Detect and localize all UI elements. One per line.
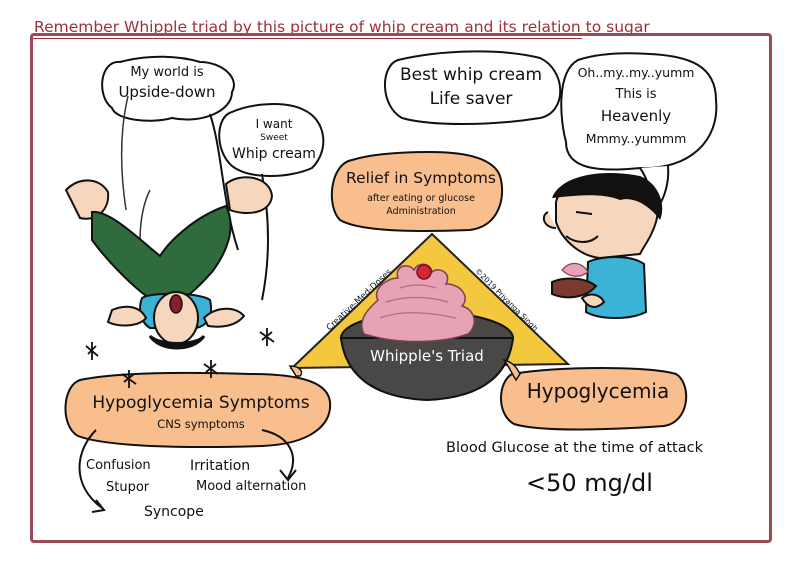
- upside-down-speech-bubble: [101, 55, 235, 122]
- hypo-symptoms-title: Hypoglycemia Symptoms: [92, 393, 310, 413]
- yumm-bubble-line3: Heavenly: [600, 107, 672, 125]
- yumm-bubble-line2: This is: [615, 87, 657, 102]
- bowl-body: [339, 337, 515, 402]
- right-curved-arrow: [261, 429, 294, 479]
- dizzy-stars: [85, 328, 275, 388]
- upside-bubble-line2: Upside-down: [118, 83, 216, 101]
- glucose-value: <50 mg/dl: [526, 469, 653, 497]
- symptom-syncope: Syncope: [144, 504, 204, 520]
- relief-line1: after eating or glucose: [367, 193, 475, 204]
- want-bubble-line1: I want: [255, 117, 293, 131]
- best-bubble-line2: Life saver: [429, 89, 513, 109]
- upside-down-man: [64, 95, 274, 350]
- hypo-symptoms-box: [64, 371, 332, 448]
- hypo-symptoms-subtitle: CNS symptoms: [157, 417, 245, 431]
- left-curved-arrow: [78, 429, 103, 509]
- whipples-triad-label: Whipple's Triad: [370, 347, 484, 365]
- upside-down-bubble-tail: [209, 113, 239, 251]
- whip-cream: [361, 263, 475, 343]
- relief-title: Relief in Symptoms: [346, 169, 496, 187]
- page-title: Remember Whipple triad by this picture o…: [34, 18, 650, 36]
- hypoglycemia-box-tail: [502, 358, 521, 382]
- yumm-speech-bubble: [560, 52, 718, 171]
- want-bubble-line2: Sweet: [260, 133, 288, 143]
- upside-bubble-line1: My world is: [130, 65, 204, 80]
- symptom-stupor: Stupor: [106, 480, 150, 495]
- symptom-mood-alternation: Mood alternation: [196, 479, 307, 494]
- hypoglycemia-box: [500, 367, 688, 431]
- symptom-irritation: Irritation: [190, 458, 251, 474]
- best-cream-speech-bubble: [384, 50, 562, 125]
- want-bubble-line3: Whip cream: [232, 146, 316, 162]
- best-bubble-line1: Best whip cream: [399, 65, 543, 85]
- yumm-bubble-line1: Oh..my..my..yumm: [577, 65, 695, 80]
- title-underline: [30, 38, 582, 39]
- picture-frame: [30, 33, 772, 543]
- glucose-label: Blood Glucose at the time of attack: [446, 440, 703, 456]
- hypoglycemia-title: Hypoglycemia: [526, 379, 670, 403]
- cherry: [416, 264, 432, 280]
- want-cream-speech-bubble: [218, 103, 325, 177]
- relief-symptoms-box: [330, 150, 504, 232]
- relief-line2: Administration: [386, 206, 456, 217]
- symptom-confusion: Confusion: [86, 458, 151, 473]
- yumm-bubble-line4: Mmmy..yummm: [585, 131, 687, 146]
- hypo-symptoms-box-tail: [288, 365, 303, 377]
- eating-man: [542, 172, 663, 319]
